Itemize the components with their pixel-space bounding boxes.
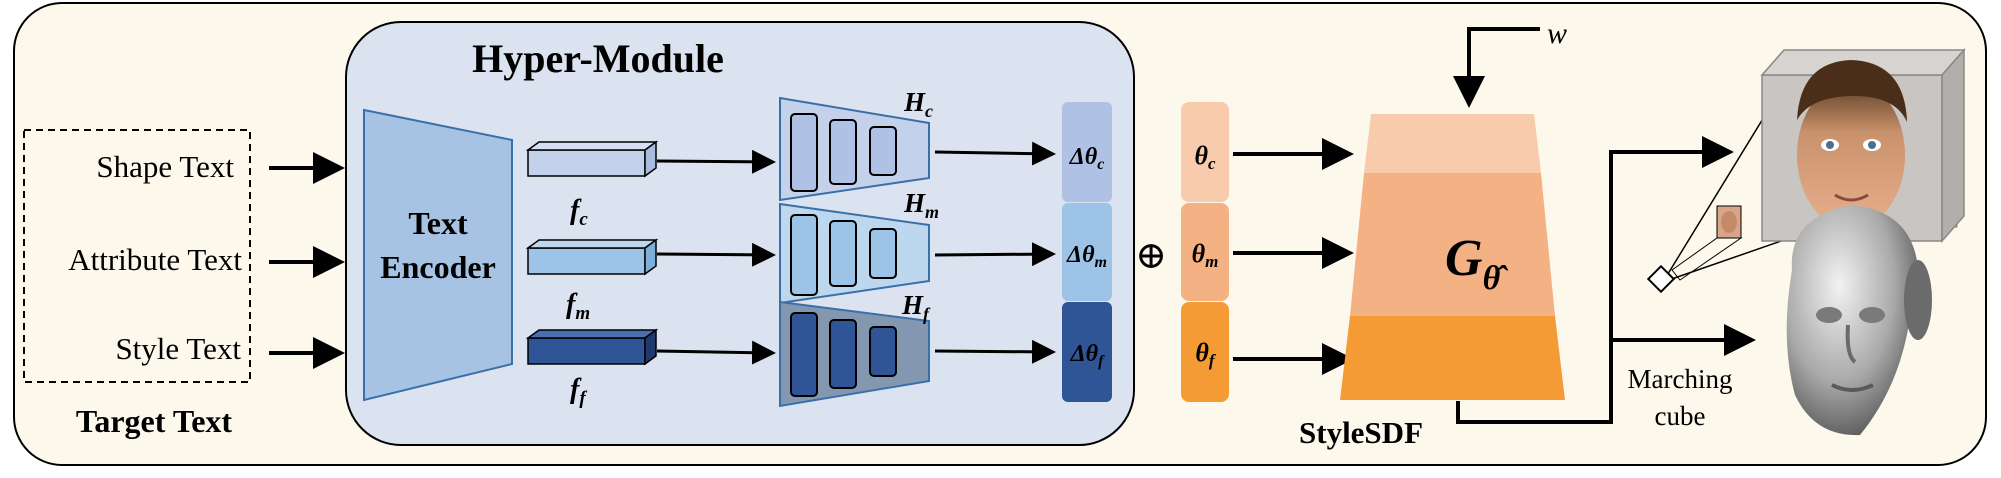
- marching-cube-label-line2: cube: [1655, 401, 1706, 431]
- feature-prism-c: [525, 140, 659, 178]
- stylesdf-label: StyleSDF: [1299, 415, 1423, 450]
- input-attribute-text: Attribute Text: [68, 242, 242, 277]
- encoder-label-line1: Text: [408, 205, 468, 241]
- input-shape-text: Shape Text: [96, 149, 234, 184]
- delta-theta-m-block: [1062, 203, 1112, 301]
- hyper-head-c: [779, 96, 930, 202]
- head-label-c: Hc: [903, 87, 933, 121]
- theta-m-label: θm: [1192, 239, 1219, 271]
- hyper-module-title: Hyper-Module: [472, 36, 724, 81]
- encoder-label-line2: Encoder: [380, 249, 496, 285]
- render-view-illustration: [1646, 48, 1966, 294]
- arrow-hf-to-delta: [934, 339, 1056, 364]
- head-label-f: Hf: [901, 290, 931, 324]
- arrow-ff-to-hf: [656, 340, 776, 365]
- hyper-head-f: [779, 300, 930, 408]
- text-encoder-block: [363, 108, 513, 402]
- delta-theta-c-block: [1062, 102, 1112, 202]
- delta-theta-f-label: Δθf: [1070, 341, 1106, 370]
- target-text-label: Target Text: [76, 403, 233, 439]
- delta-theta-c-label: Δθc: [1069, 144, 1105, 173]
- generator-block: [1340, 114, 1565, 400]
- combine-symbol: ⊕: [1135, 235, 1167, 277]
- theta-c-label: θc: [1194, 141, 1216, 173]
- latent-w-label: w: [1547, 17, 1567, 50]
- feature-label-f: ff: [570, 374, 587, 409]
- head-label-m: Hm: [903, 188, 939, 222]
- marching-cube-label-line1: Marching: [1628, 364, 1733, 394]
- delta-theta-f-block: [1062, 302, 1112, 402]
- arrow-hm-to-delta: [934, 242, 1056, 267]
- arrow-hc-to-delta: [934, 141, 1056, 166]
- feature-prism-f: [525, 328, 659, 366]
- theta-m-block: [1181, 203, 1229, 301]
- feature-label-m: fm: [566, 289, 590, 324]
- feature-prism-m: [525, 238, 659, 276]
- target-text-box: [23, 129, 251, 383]
- arrow-fm-to-hm: [656, 242, 776, 267]
- arrow-g-to-render: [1456, 136, 1734, 424]
- theta-f-block: [1181, 302, 1229, 402]
- feature-label-c: fc: [570, 195, 588, 230]
- mesh-output-illustration: [1786, 205, 1932, 436]
- arrow-fc-to-hc: [656, 149, 776, 174]
- arrow-w-to-g: [1453, 27, 1540, 108]
- delta-theta-m-label: Δθm: [1066, 242, 1107, 271]
- theta-f-label: θf: [1195, 338, 1217, 370]
- hyper-head-m: [779, 202, 930, 305]
- input-style-text: Style Text: [115, 331, 241, 366]
- theta-c-block: [1181, 102, 1229, 202]
